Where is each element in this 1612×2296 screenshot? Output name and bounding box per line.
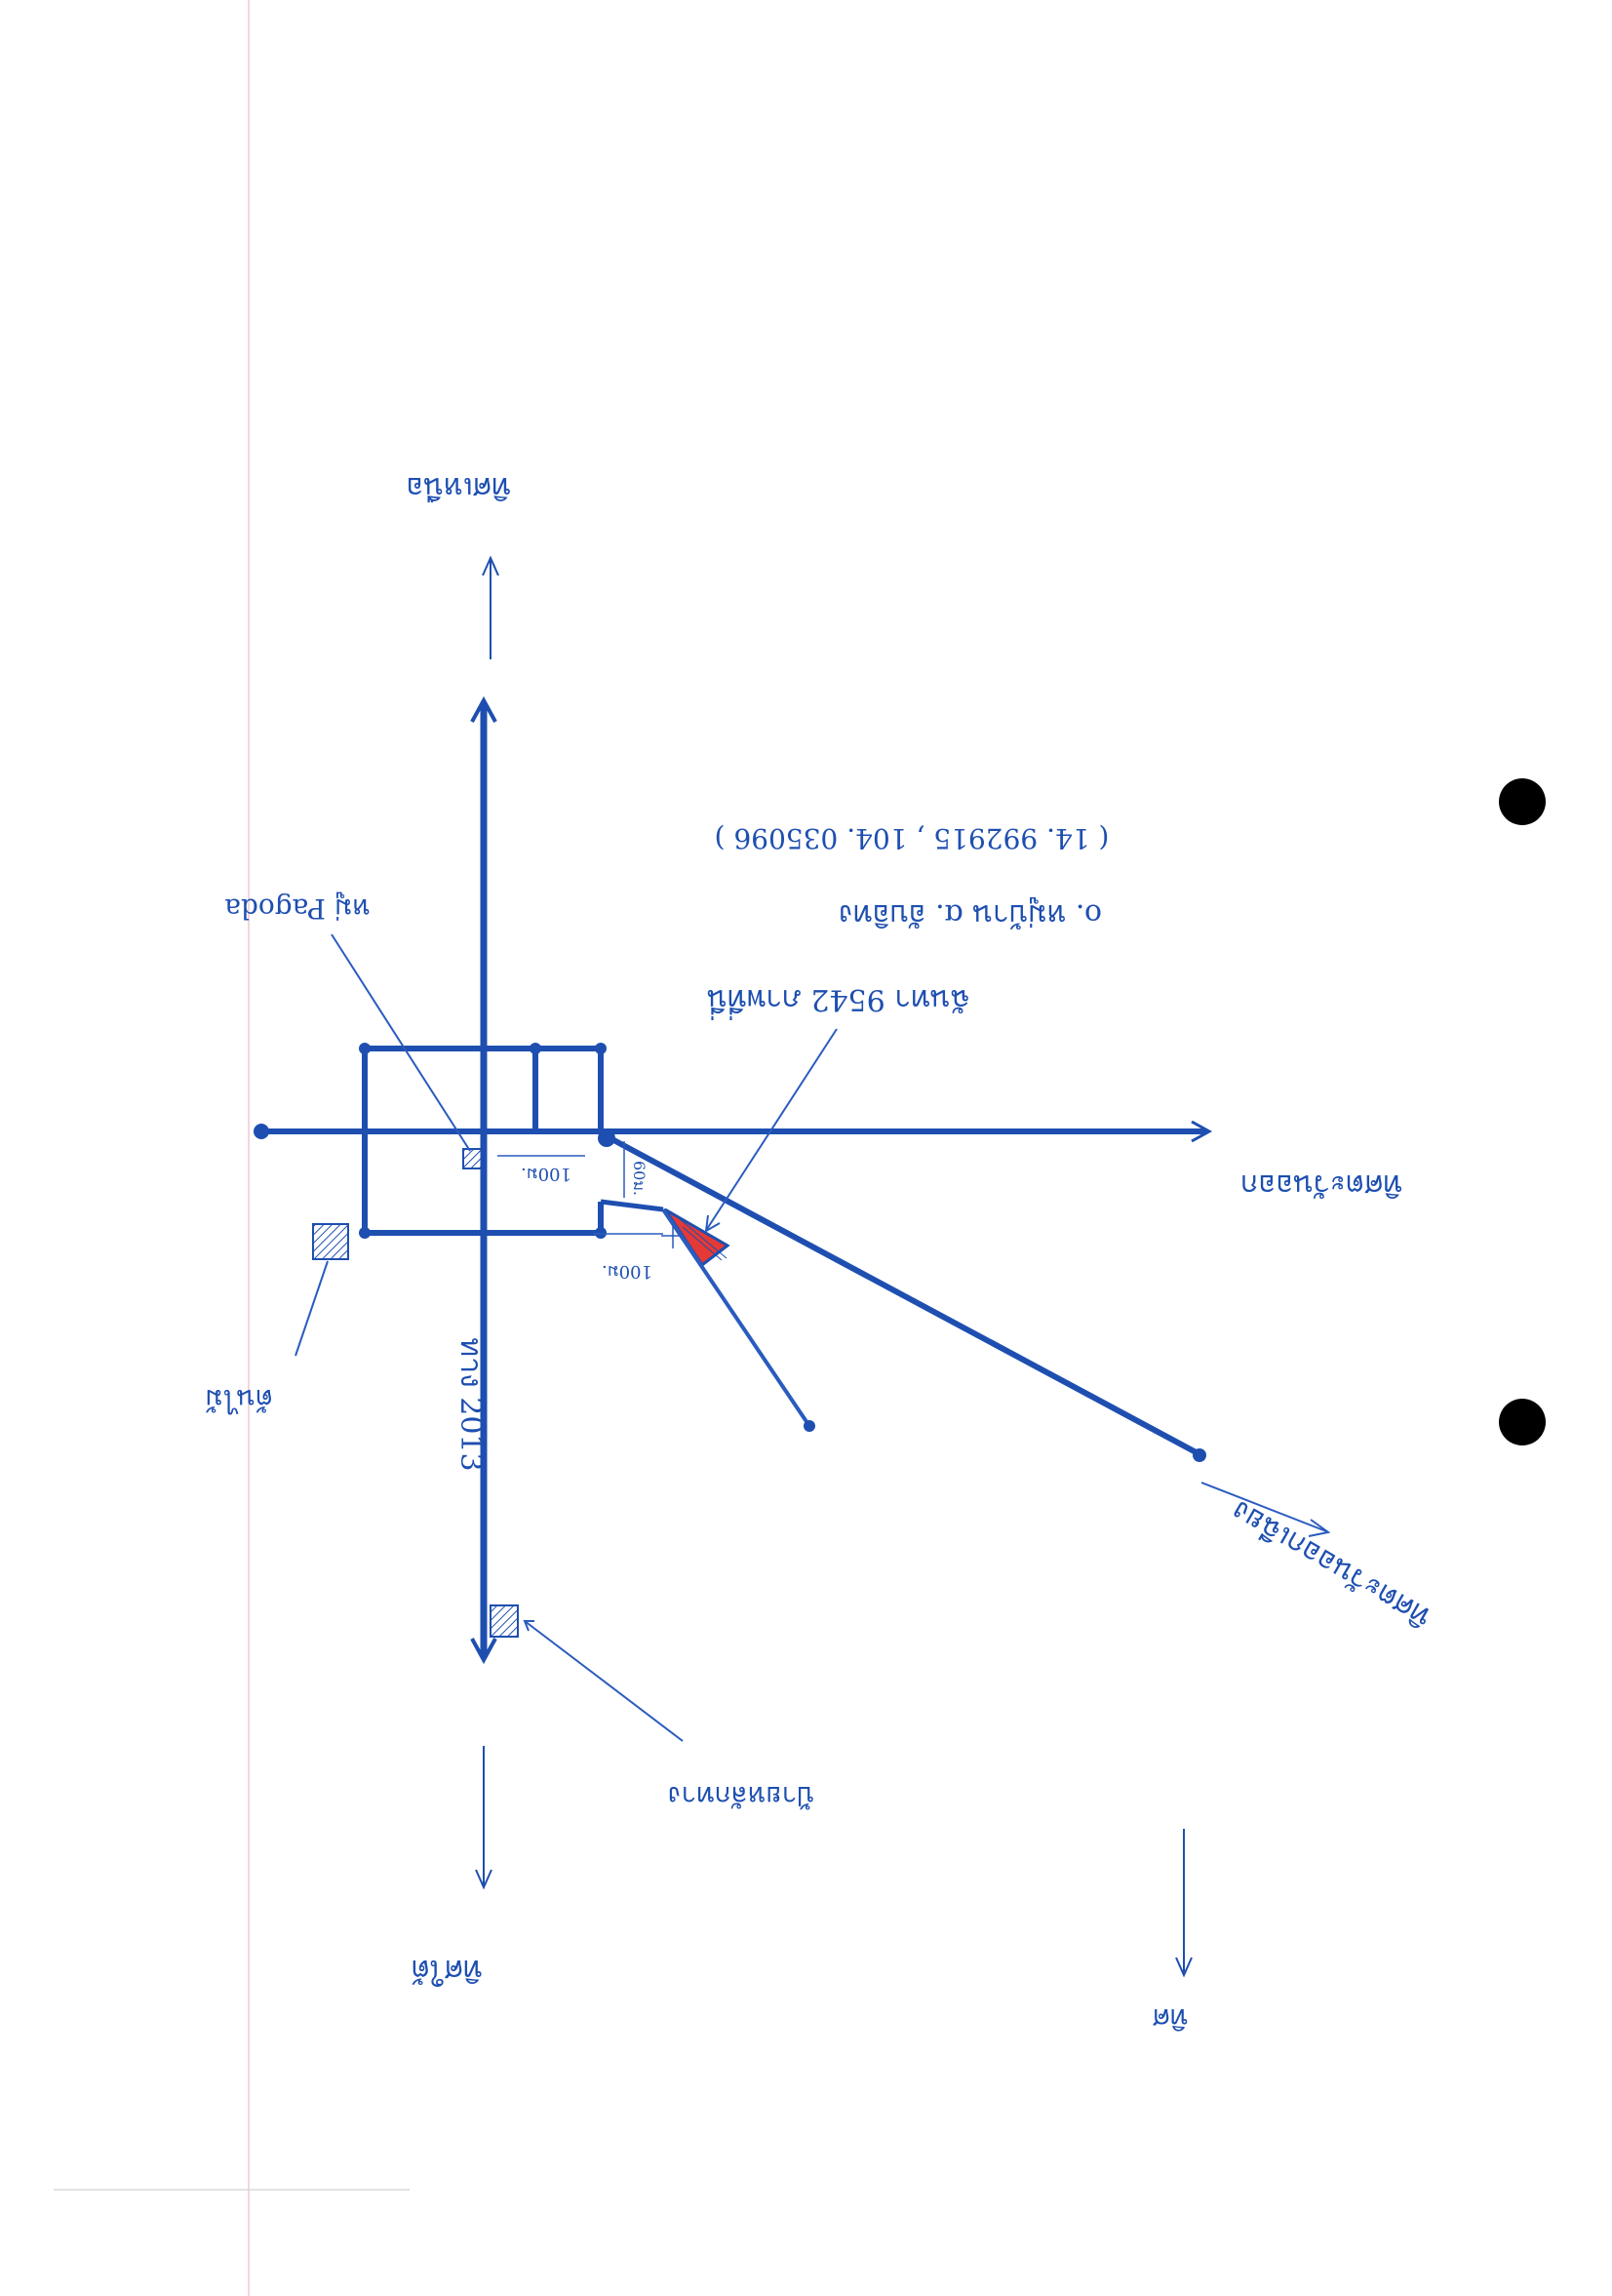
corner-dot [359,1043,371,1054]
corner-dot [595,1227,607,1239]
plot-owner-label: ฉันทา 9542 ภาพที่นี่ [707,982,970,1020]
left-marker-label: ต้นไม้ [205,1383,273,1415]
bottom-right-arrow-label: ทิศ [1153,2002,1188,2035]
landmark-marker-left [312,1223,349,1260]
punch-hole-lower [1499,1399,1546,1445]
corner-dot [530,1043,541,1054]
south-arrow-head [475,1869,492,1890]
leader-line-bottom [524,1620,684,1742]
road-endpoint [254,1124,269,1139]
south-direction-label: ทิศใต้ [412,1953,483,1987]
leader-line-top-left [331,933,471,1152]
landmark-top-left-label: หมู่ Pagoda [224,891,371,925]
southeast-pointer [1200,1482,1327,1532]
parcel-leader-line [706,1028,838,1230]
road-endpoint [804,1420,815,1432]
road-label: ทาง 2013 [453,1337,488,1471]
bottom-right-arrow-head [1175,1957,1193,1978]
leader-line-left [295,1260,329,1357]
road-endpoint [1193,1448,1206,1462]
south-road-arrow [470,1638,497,1665]
coords-label: ( 14. 992915 , 104. 035096 ) [715,822,1110,854]
dimension-100-upper: 100ม. [521,1164,571,1184]
corner-dot [359,1227,371,1239]
north-road-arrow [470,695,497,723]
east-arrow-head [1191,1120,1213,1143]
junction-dot [598,1129,615,1147]
village-label: o. หมู่บ้าน ɑ. อับอิทง [839,897,1102,931]
southeast-pointer-head [1308,1519,1331,1537]
landmark-marker-bottom [490,1604,519,1638]
parcel-hatch [672,1212,727,1259]
parcel-hatch [682,1226,723,1261]
dimension-100-lower: 100ม. [602,1261,652,1282]
bottom-marker-label: ป้ายหลักทาง [668,1780,814,1812]
southeast-direction-label: ทิศตะวันออกเฉียง [1226,1493,1436,1635]
southeast-road [605,1133,1203,1458]
leader-arrow-bottom [523,1620,534,1632]
east-direction-label: ทิศตะวันออก [1240,1168,1402,1202]
dimension-60: 60ม. [630,1161,649,1196]
parcel-side-road [661,1207,811,1428]
punch-hole-upper [1499,778,1546,825]
parcel-leader-arrow [704,1214,721,1233]
corner-dot [595,1043,607,1054]
north-direction-label: ทิศเหนือ [406,470,510,504]
north-arrow-head [482,555,499,576]
landmark-marker-center [462,1148,486,1169]
parcel-edge-top [600,1199,664,1212]
